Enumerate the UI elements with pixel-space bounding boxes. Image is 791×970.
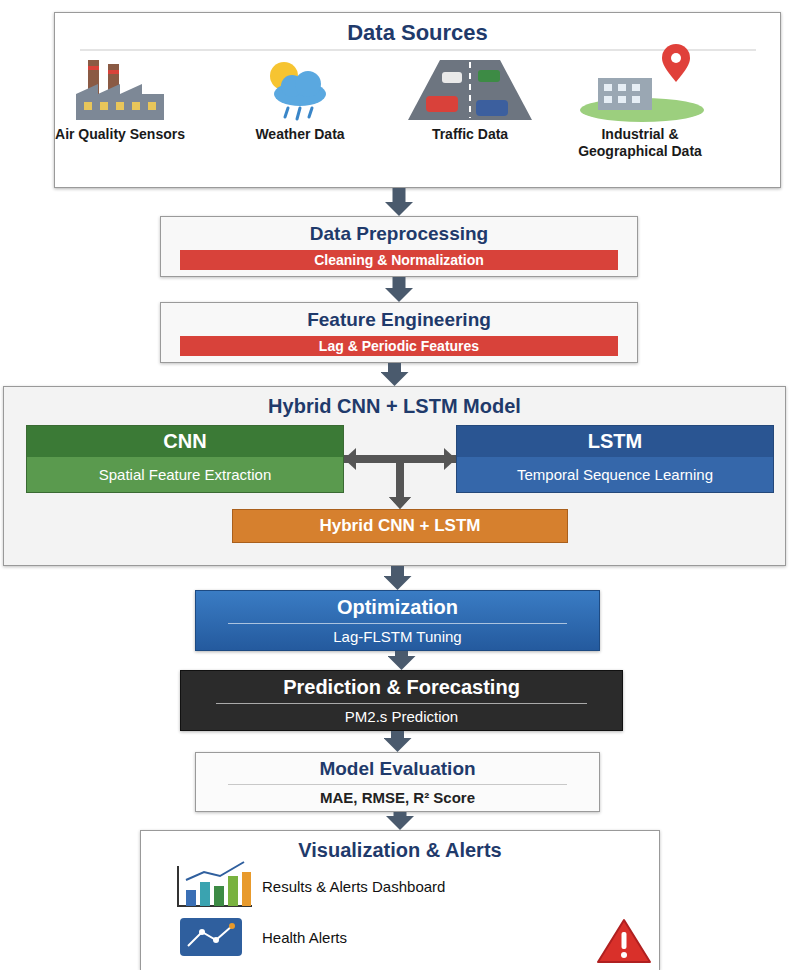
model-group: Hybrid CNN + LSTM ModelCNNSpatial Featur… [3,386,786,566]
node-title: CNN [27,426,343,457]
node-title: Model Evaluation [319,758,475,784]
process-box: Feature EngineeringLag & Periodic Featur… [160,302,638,363]
evaluation-box: Model EvaluationMAE, RMSE, R² Score [195,752,600,812]
flow-arrow [391,566,404,576]
optimization-box: OptimizationLag-FLSTM Tuning [195,590,600,651]
process-box: Data PreprocessingCleaning & Normalizati… [160,216,638,277]
flow-arrow [395,651,408,656]
node-title: Prediction & Forecasting [283,676,520,703]
node-title: Data Preprocessing [310,223,488,245]
link-arrow [356,455,444,463]
dashboard-label: Health Alerts [262,929,562,947]
industrial-geo-icon [580,44,704,122]
node-title: Hybrid CNN + LSTM Model [4,387,785,418]
flow-arrow [391,731,404,738]
hybrid-box: Hybrid CNN + LSTM [232,509,568,543]
prediction-box: Prediction & ForecastingPM2.s Prediction [180,670,623,731]
factory-icon [76,60,164,120]
link-arrow [400,459,456,497]
lstm-box: LSTMTemporal Sequence Learning [456,425,774,493]
node-body: Cleaning & Normalization [180,250,618,270]
dashboard-label: Results & Alerts Dashboard [262,878,562,896]
traffic-icon [408,60,532,120]
health-chart-icon [180,918,242,956]
source-label: Air Quality Sensors [55,126,185,143]
source-label: Industrial & Geographical Data [565,126,715,160]
visualization-panel: Visualization & Alerts [140,830,660,970]
source-label: Traffic Data [405,126,535,143]
cnn-box: CNNSpatial Feature Extraction [26,425,344,493]
node-title: Visualization & Alerts [141,831,659,862]
node-body: Lag & Periodic Features [180,336,618,356]
source-label: Weather Data [235,126,365,143]
flow-arrow [394,812,407,816]
flow-arrow [393,188,406,202]
node-title: Optimization [337,596,458,623]
node-title: Feature Engineering [307,309,491,331]
flow-arrow [393,277,406,288]
title-rule [80,50,756,51]
node-title: Data Sources [55,13,780,46]
node-body: Temporal Sequence Learning [511,457,719,492]
node-title: LSTM [457,426,773,457]
dashboard-icon [178,862,252,906]
node-body: Lag-FLSTM Tuning [228,623,567,645]
warning-symbol [598,920,650,962]
node-title: Hybrid CNN + LSTM [313,514,486,538]
node-body: PM2.s Prediction [216,703,586,725]
flow-arrow [388,363,401,372]
node-body: Spatial Feature Extraction [93,457,278,492]
link-arrow [344,459,400,497]
node-body: MAE, RMSE, R² Score [228,784,567,806]
source-panel: Data Sources [54,12,781,188]
weather-icon [270,62,326,119]
